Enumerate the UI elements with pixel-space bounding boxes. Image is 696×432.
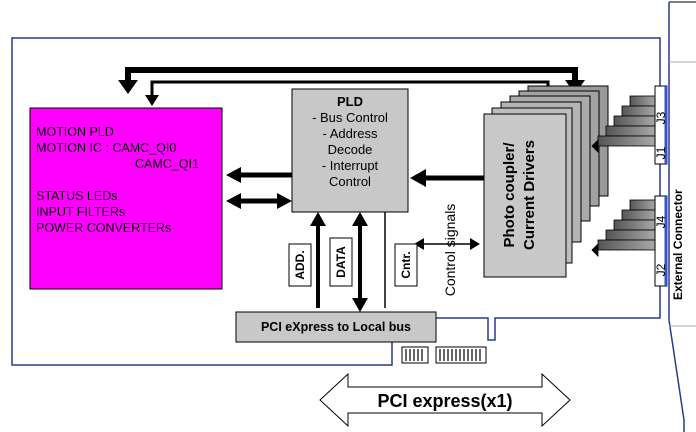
motion-pld-arrows	[226, 167, 292, 209]
control-signals-arrow	[414, 238, 480, 250]
pld-line-2: - Address	[323, 126, 378, 141]
external-connector-bracket	[668, 1, 696, 432]
photo-coupler-block	[483, 113, 567, 278]
status-leds-label: STATUS LEDs	[36, 189, 118, 203]
pld-title: PLD	[337, 94, 363, 109]
pld-line-1: - Bus Control	[312, 110, 388, 125]
pci-express-label: PCI express(x1)	[377, 391, 512, 411]
motion-pld-label: MOTION PLD	[36, 125, 114, 139]
add-label: ADD.	[293, 250, 307, 279]
pci-express-arrow	[319, 372, 571, 428]
motion-block	[29, 107, 223, 290]
input-filters-label: INPUT FILTERs	[36, 205, 125, 219]
cntr-label: Cntr.	[399, 251, 413, 278]
j4-pin-arrows	[591, 199, 657, 257]
j2-label: J2	[654, 263, 668, 276]
connector-bracket	[654, 85, 668, 287]
pld-block	[291, 88, 409, 213]
cntr-label-box	[394, 243, 418, 287]
pld-line-5: Control	[329, 174, 371, 189]
data-label-box	[329, 237, 353, 287]
photo-coupler-label: Photo coupler/	[501, 142, 518, 248]
pld-line-3: Decode	[328, 142, 373, 157]
add-label-box	[288, 243, 312, 287]
motion-ic-label: MOTION IC : CAMC_QI0	[36, 141, 176, 155]
photo-to-pld-arrow	[410, 169, 484, 187]
control-signals-label: Control signals	[442, 204, 458, 297]
pci-bridge-block	[235, 311, 437, 343]
pci-edge-fingers	[401, 346, 487, 364]
external-connector-label: External Connector	[671, 189, 685, 300]
local-bus-lines	[310, 212, 386, 312]
power-converters-label: POWER CONVERTERs	[36, 221, 171, 235]
j3-pin-arrows	[591, 95, 657, 153]
j3-label: J3	[654, 111, 668, 124]
motion-ic-label-2: CAMC_QI1	[135, 157, 199, 171]
pld-line-4: - Interrupt	[322, 158, 379, 173]
current-drivers-label: Current Drivers	[521, 140, 538, 250]
j1-label: J1	[654, 146, 668, 159]
pci-bridge-label: PCI eXpress to Local bus	[261, 320, 411, 334]
data-label: DATA	[334, 246, 348, 278]
j4-label: J4	[654, 215, 668, 228]
